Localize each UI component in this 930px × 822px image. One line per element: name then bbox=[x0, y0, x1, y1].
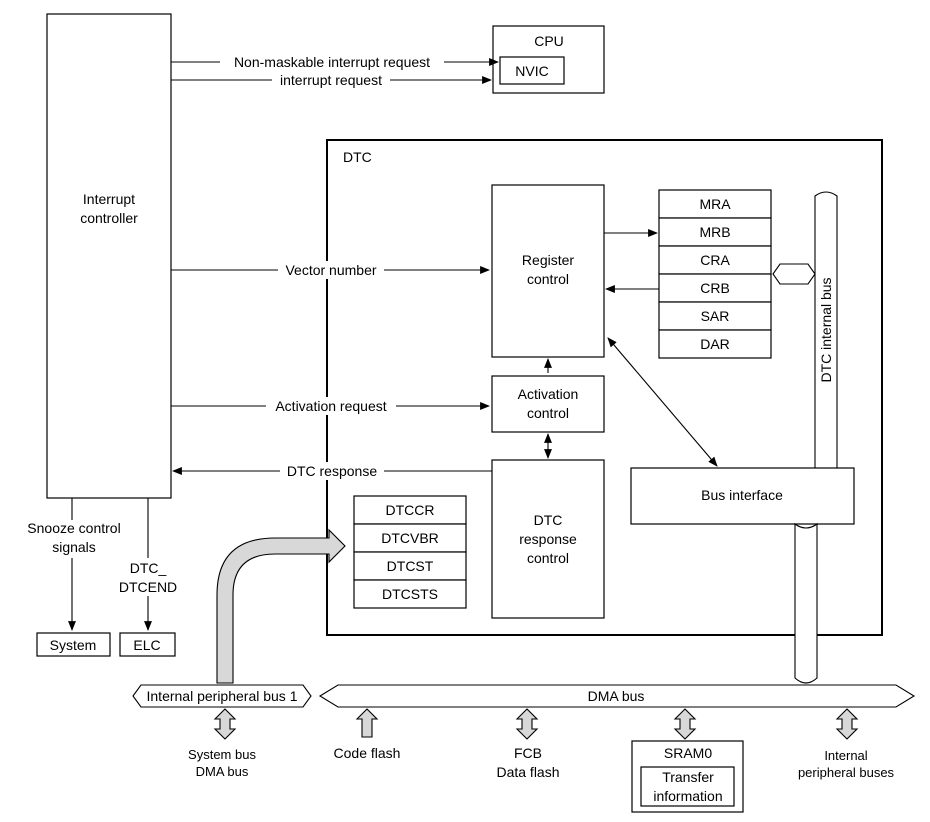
register-stack-left: DTCCR DTCVBR DTCST DTCSTS bbox=[353, 495, 467, 609]
register-cell bbox=[658, 189, 772, 219]
register-dtcst: DTCST bbox=[387, 558, 434, 574]
internal-peripheral-bus-1: Internal peripheral bus 1 bbox=[132, 684, 312, 708]
dtc-internal-bus-label: DTC internal bus bbox=[818, 277, 834, 382]
system-dma-bus-arrow bbox=[213, 708, 237, 740]
register-cell bbox=[353, 551, 467, 581]
register-cell bbox=[353, 579, 467, 609]
activation-request-arrow: Activation request bbox=[171, 397, 490, 415]
sram0-arrow bbox=[673, 708, 697, 740]
dma-bus-label: DMA bus bbox=[588, 688, 645, 704]
elc-label: ELC bbox=[133, 637, 160, 653]
register-cell bbox=[658, 301, 772, 331]
register-dtccr: DTCCR bbox=[386, 502, 435, 518]
fcb-data-flash-arrow bbox=[515, 708, 539, 740]
interrupt-request-arrow: interrupt request bbox=[171, 71, 492, 89]
interrupt-request-label: interrupt request bbox=[280, 72, 382, 88]
dtc-label: DTC bbox=[343, 149, 372, 165]
elc-block: ELC bbox=[119, 632, 176, 657]
register-cra: CRA bbox=[700, 252, 730, 268]
dtcend-label: DTC_DTCEND bbox=[119, 560, 177, 595]
nvic-label: NVIC bbox=[515, 63, 548, 79]
cpu-label: CPU bbox=[534, 33, 564, 49]
register-bus-connector bbox=[772, 263, 816, 285]
dma-bus: DMA bus bbox=[318, 684, 916, 708]
register-cell bbox=[353, 495, 467, 525]
register-bus-interface-arrow bbox=[607, 337, 718, 467]
register-dtcsts: DTCSTS bbox=[382, 586, 438, 602]
internal-peripheral-bus-1-label: Internal peripheral bus 1 bbox=[147, 688, 298, 704]
register-mrb: MRB bbox=[699, 224, 730, 240]
activation-request-label: Activation request bbox=[275, 398, 386, 414]
peripheral-bus-to-registers-arrow bbox=[216, 528, 346, 684]
system-label: System bbox=[50, 637, 97, 653]
internal-peripheral-buses-arrow bbox=[835, 708, 859, 740]
bus-interface-block: Bus interface bbox=[630, 467, 855, 525]
code-flash-label: Code flash bbox=[334, 745, 401, 761]
dtc-response-label: DTC response bbox=[287, 463, 377, 479]
bus-interface-label: Bus interface bbox=[701, 487, 783, 503]
vector-number-label: Vector number bbox=[285, 262, 376, 278]
register-cell bbox=[353, 523, 467, 553]
cpu-block: CPU NVIC bbox=[492, 25, 605, 94]
nmi-request-arrow: Non-maskable interrupt request bbox=[171, 53, 499, 71]
register-dtcvbr: DTCVBR bbox=[381, 530, 439, 546]
register-mra: MRA bbox=[699, 196, 731, 212]
sram0-label: SRAM0 bbox=[664, 745, 712, 761]
nmi-request-label: Non-maskable interrupt request bbox=[234, 54, 430, 70]
register-crb: CRB bbox=[700, 280, 730, 296]
bus-interface-dma-connector bbox=[794, 522, 818, 684]
dtc-response-arrow: DTC response bbox=[172, 462, 492, 480]
vector-number-arrow: Vector number bbox=[171, 261, 490, 279]
dtc-block: DTC bbox=[326, 139, 883, 636]
register-stack-right: MRA MRB CRA CRB SAR DAR bbox=[658, 189, 772, 359]
system-block: System bbox=[36, 632, 111, 657]
dtc-internal-bus: DTC internal bus bbox=[814, 191, 838, 469]
register-dar: DAR bbox=[700, 336, 730, 352]
register-sar: SAR bbox=[701, 308, 730, 324]
code-flash-arrow bbox=[355, 708, 379, 738]
